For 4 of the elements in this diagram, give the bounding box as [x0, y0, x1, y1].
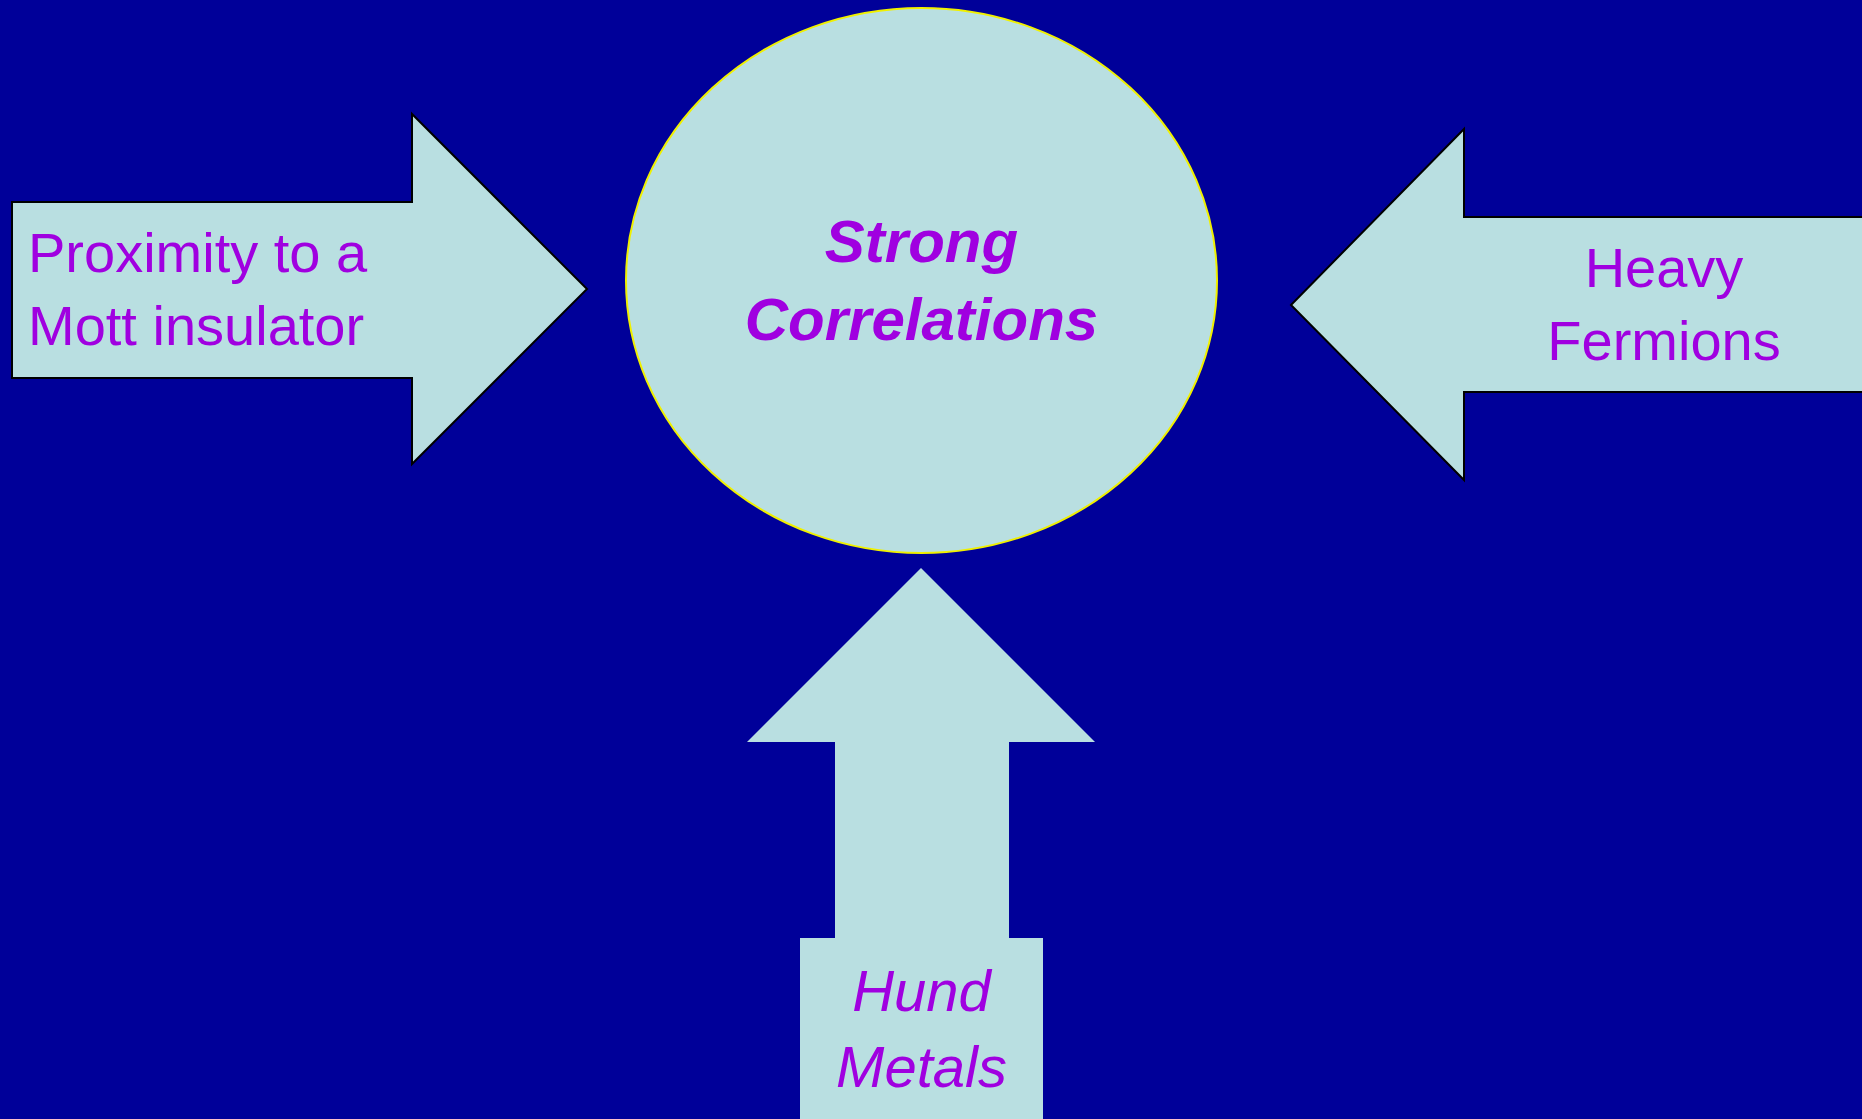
- node-label: Hund Metals: [835, 957, 1008, 1101]
- node-label: Proximity to a Mott insulator: [28, 220, 369, 359]
- node-label: Heavy Fermions: [1546, 234, 1782, 374]
- node-label: Strong Correlations: [743, 207, 1100, 355]
